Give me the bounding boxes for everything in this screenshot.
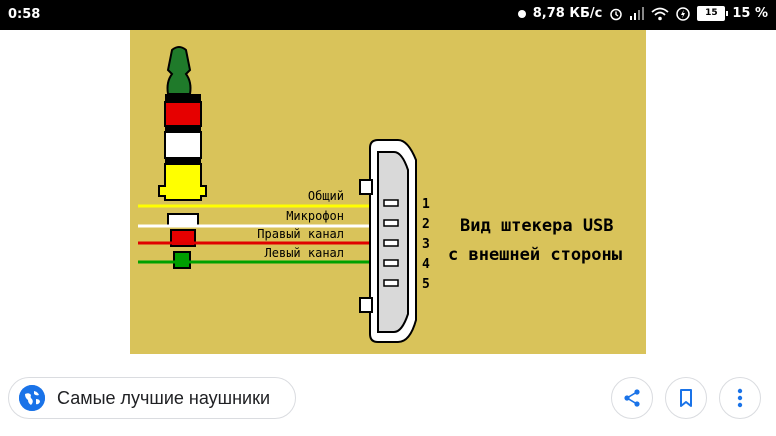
label-mic: Микрофон (286, 209, 344, 223)
caption-line-2: с внешней стороны (448, 245, 622, 265)
source-title: Самые лучшие наушники (57, 387, 271, 408)
signal-icon (630, 7, 645, 20)
diagram-canvas: Общий Микрофон Правый канал Левый канал … (138, 46, 622, 343)
alarm-icon (610, 8, 623, 20)
battery-icon: 15 (697, 6, 729, 21)
pin-number-5: 5 (422, 277, 430, 292)
micro-usb-connector (359, 139, 417, 343)
globe-icon (19, 385, 45, 411)
network-speed: 8,78 КБ/с (532, 6, 603, 21)
charging-icon (676, 6, 691, 21)
label-right: Правый канал (257, 227, 344, 241)
usb-headset-wiring-diagram[interactable]: Общий Микрофон Правый канал Левый канал … (130, 30, 646, 354)
share-button[interactable] (611, 377, 653, 419)
bottom-action-bar: Самые лучшие наушники (0, 354, 776, 436)
pin-number-1: 1 (422, 197, 430, 212)
pin-number-4: 4 (422, 257, 430, 272)
clock: 0:58 (8, 7, 41, 22)
battery-percent: 15 % (732, 6, 768, 21)
bookmark-icon (680, 389, 692, 407)
label-left: Левый канал (265, 246, 344, 260)
label-common: Общий (308, 189, 344, 203)
save-button[interactable] (665, 377, 707, 419)
pin-number-3: 3 (422, 237, 430, 252)
jack-plug (158, 46, 207, 269)
status-icons: 8,78 КБ/с 15 15 % (517, 6, 768, 21)
image-viewer[interactable]: Общий Микрофон Правый канал Левый канал … (0, 30, 776, 354)
notification-dot-icon (517, 9, 526, 18)
more-options-button[interactable] (719, 377, 761, 419)
wifi-icon (651, 7, 669, 20)
source-page-chip[interactable]: Самые лучшие наушники (8, 377, 296, 419)
pin-number-2: 2 (422, 217, 430, 232)
share-icon (624, 389, 640, 407)
caption-line-1: Вид штекера USB (460, 216, 614, 236)
status-bar: 0:58 8,78 КБ/с 15 15 % (0, 0, 776, 30)
more-vert-icon (737, 388, 743, 408)
